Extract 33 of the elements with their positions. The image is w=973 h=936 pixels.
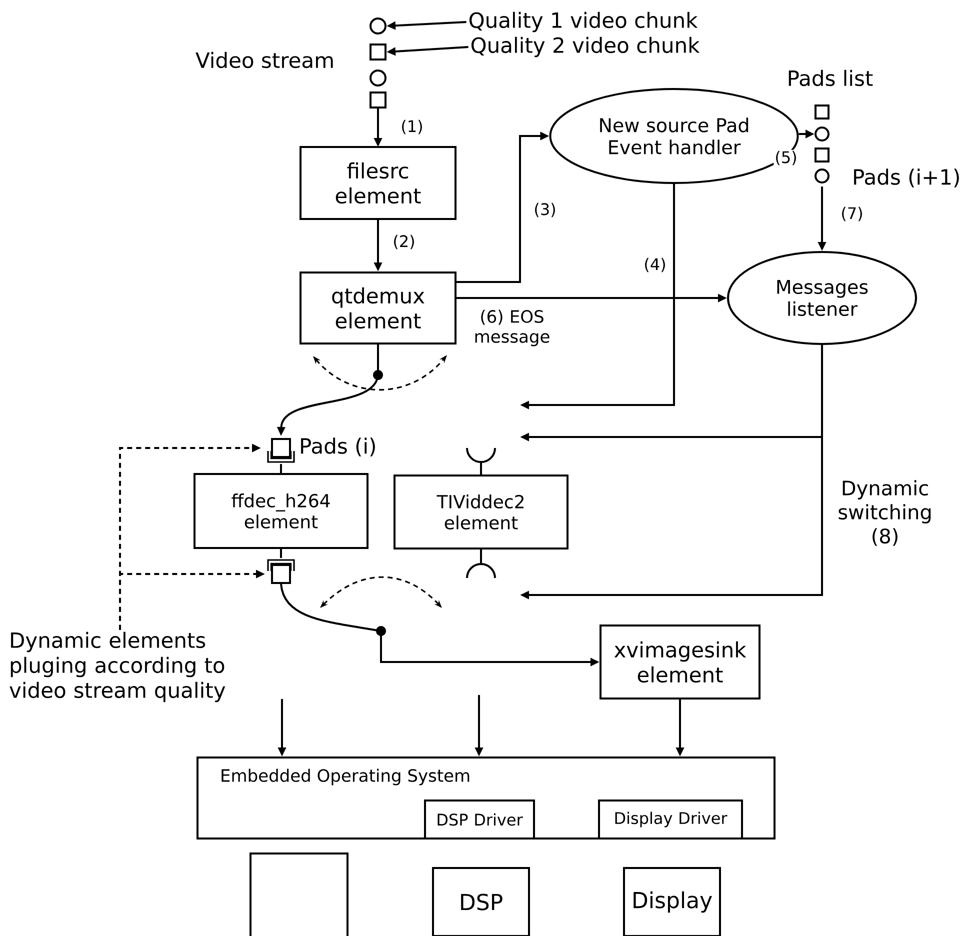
process-box: TIViddec2 element bbox=[394, 474, 568, 550]
chunk-circle bbox=[370, 18, 386, 34]
pad-label: Pads (i) bbox=[301, 438, 375, 456]
edge-label: (2) bbox=[392, 234, 416, 250]
process-box: ffdec_h264 element bbox=[194, 473, 368, 549]
caption-text: Video stream bbox=[196, 52, 333, 68]
caption-text: Pads list bbox=[788, 70, 873, 86]
process-box: filesrc element bbox=[300, 146, 456, 220]
pad-label: Pads (i+1) bbox=[854, 168, 959, 188]
process-box: DSP Driver bbox=[424, 800, 535, 840]
chunk-square bbox=[814, 148, 830, 162]
edge-label: (1) bbox=[400, 118, 424, 136]
edge-label: (5) bbox=[774, 150, 798, 166]
chunk-square bbox=[370, 92, 386, 108]
caption-text: Dynamic elements pluging according to video stream quality bbox=[10, 632, 226, 702]
edge-label: (4) bbox=[642, 256, 668, 274]
process-box: Display Driver bbox=[598, 800, 744, 840]
pad-icon bbox=[267, 559, 295, 584]
edge-label: (7) bbox=[840, 206, 864, 222]
edge-label: (3) bbox=[532, 202, 558, 218]
edge-label: Dynamic switching (8) bbox=[824, 479, 946, 547]
process-box: xvimagesink element bbox=[600, 624, 761, 700]
chunk-circle bbox=[370, 70, 386, 86]
caption-text: Quality 1 video chunk bbox=[469, 12, 698, 32]
edge-label: (6) EOS message bbox=[461, 308, 563, 348]
chunk-circle bbox=[814, 126, 830, 142]
process-box: Display bbox=[623, 867, 722, 936]
caption-text: Quality 2 video chunk bbox=[471, 36, 700, 58]
chunk-square bbox=[814, 104, 830, 120]
process-box: DSP bbox=[432, 867, 530, 936]
processor-box bbox=[250, 852, 348, 936]
chunk-square bbox=[370, 44, 386, 60]
process-box: qtdemux element bbox=[300, 272, 456, 344]
